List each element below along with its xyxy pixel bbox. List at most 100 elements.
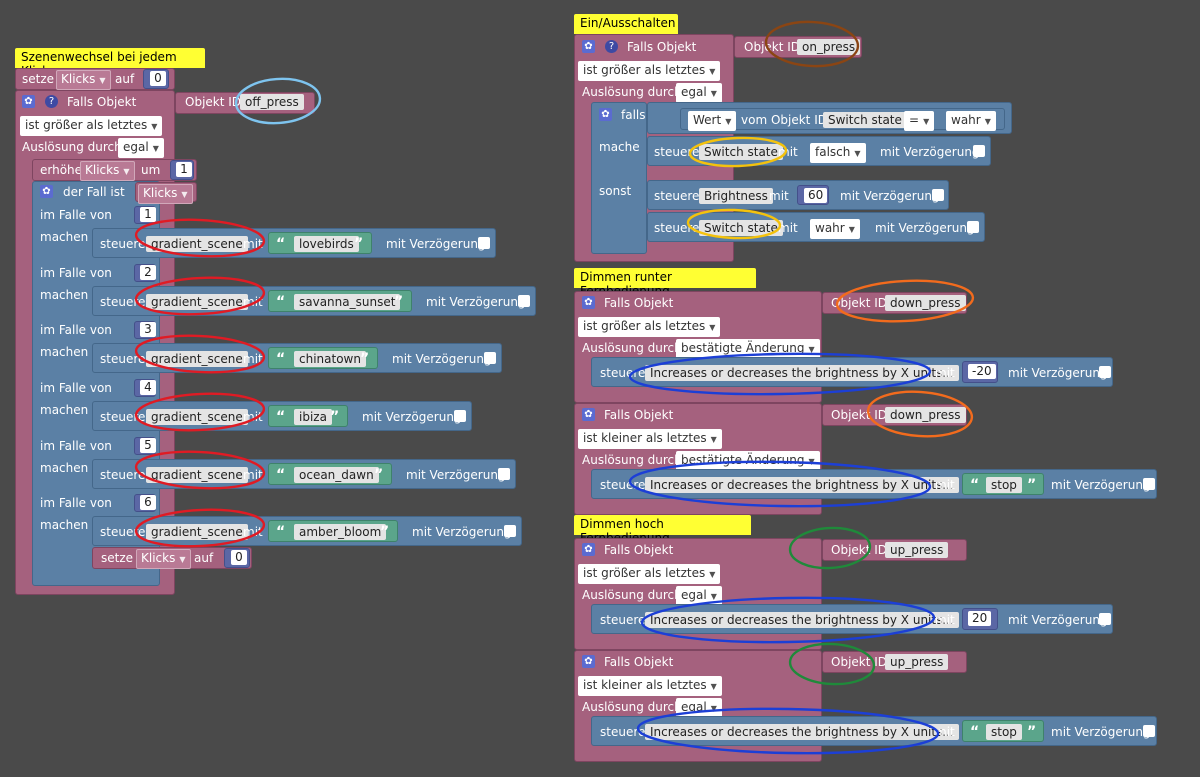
gear-icon[interactable]: ✿ xyxy=(582,543,595,556)
quote-open-icon: “ xyxy=(276,351,286,367)
control-label: steuere xyxy=(600,366,646,380)
control-target-field[interactable]: Switch state xyxy=(699,144,783,160)
objekt-id-field[interactable]: down_press xyxy=(885,407,966,423)
value-field[interactable]: -20 xyxy=(968,364,996,379)
value-object-field[interactable]: Switch state xyxy=(823,112,907,128)
condition-dropdown[interactable]: ist größer als letztes▼ xyxy=(20,116,163,136)
control-target-field[interactable]: gradient_scene xyxy=(146,524,248,540)
gear-icon[interactable]: ✿ xyxy=(582,296,595,309)
condition-dropdown[interactable]: ist größer als letztes▼ xyxy=(578,317,721,337)
set-value[interactable]: 0 xyxy=(150,71,166,86)
delay-checkbox[interactable] xyxy=(484,352,496,364)
delay-checkbox[interactable] xyxy=(498,468,510,480)
quote-open-icon: “ xyxy=(276,294,286,310)
objekt-id-field[interactable]: off_press xyxy=(240,94,304,110)
control-target-field[interactable]: Increases or decreases the brightness by… xyxy=(645,612,959,628)
objekt-id-field[interactable]: up_press xyxy=(885,542,949,558)
control-target-field[interactable]: gradient_scene xyxy=(146,467,248,483)
objekt-id-field[interactable]: on_press xyxy=(797,39,861,55)
trigger-dropdown[interactable]: egal▼ xyxy=(676,698,722,718)
case-number[interactable]: 3 xyxy=(140,322,156,337)
comment-dim-down[interactable]: Dimmen runter Fernbedienung xyxy=(574,268,756,298)
delay-checkbox[interactable] xyxy=(478,237,490,249)
trigger-dropdown[interactable]: egal▼ xyxy=(118,138,164,158)
control-target-field[interactable]: Brightness xyxy=(699,188,773,204)
delay-checkbox[interactable] xyxy=(973,145,985,157)
delay-checkbox[interactable] xyxy=(1143,725,1155,737)
case-number[interactable]: 5 xyxy=(140,438,156,453)
control-value[interactable]: 60 xyxy=(804,188,828,203)
delay-checkbox[interactable] xyxy=(967,221,979,233)
trigger-label: Auslösung durch xyxy=(582,341,682,355)
condition-dropdown[interactable]: ist größer als letztes▼ xyxy=(578,564,721,584)
case-number[interactable]: 1 xyxy=(140,207,156,222)
gear-icon[interactable]: ✿ xyxy=(582,40,595,53)
delay-checkbox[interactable] xyxy=(1099,613,1111,625)
delay-checkbox[interactable] xyxy=(1143,478,1155,490)
value-dropdown[interactable]: Wert▼ xyxy=(688,111,737,131)
help-icon[interactable]: ? xyxy=(605,40,618,53)
reset-var-dropdown[interactable]: Klicks▼ xyxy=(136,549,191,569)
compare-value-dropdown[interactable]: wahr▼ xyxy=(946,111,996,131)
increment-value[interactable]: 1 xyxy=(176,162,192,177)
scene-field[interactable]: lovebirds xyxy=(294,236,359,252)
control-value-dropdown[interactable]: wahr▼ xyxy=(810,219,860,239)
scene-field[interactable]: ocean_dawn xyxy=(294,467,379,483)
case-number[interactable]: 4 xyxy=(140,380,156,395)
comment-dim-up[interactable]: Dimmen hoch Fernbedienung xyxy=(574,515,751,545)
gear-icon[interactable]: ✿ xyxy=(582,655,595,668)
trigger-dropdown[interactable]: egal▼ xyxy=(676,83,722,103)
gear-icon[interactable]: ✿ xyxy=(582,408,595,421)
chevron-down-icon: ▼ xyxy=(151,122,158,131)
switch-var-dropdown[interactable]: Klicks▼ xyxy=(138,184,193,204)
do-label: machen xyxy=(40,230,89,244)
help-icon[interactable]: ? xyxy=(45,95,58,108)
trigger-dropdown[interactable]: bestätigte Änderung▼ xyxy=(676,339,820,359)
control-target-field[interactable]: gradient_scene xyxy=(146,294,248,310)
scene-field[interactable]: ibiza xyxy=(294,409,332,425)
control-target-field[interactable]: gradient_scene xyxy=(146,236,248,252)
condition-dropdown[interactable]: ist größer als letztes▼ xyxy=(578,61,721,81)
control-target-field[interactable]: Increases or decreases the brightness by… xyxy=(645,724,959,740)
scene-field[interactable]: savanna_sunset xyxy=(294,294,401,310)
control-target-field[interactable]: gradient_scene xyxy=(146,409,248,425)
quote-close-icon: ” xyxy=(330,409,340,425)
control-target-field[interactable]: Increases or decreases the brightness by… xyxy=(645,365,959,381)
comment-onoff[interactable]: Ein/Ausschalten xyxy=(574,14,678,34)
gear-icon[interactable]: ✿ xyxy=(599,108,612,121)
scene-field[interactable]: amber_bloom xyxy=(294,524,387,540)
case-number[interactable]: 6 xyxy=(140,495,156,510)
objekt-id-field[interactable]: down_press xyxy=(885,295,966,311)
operator-dropdown[interactable]: =▼ xyxy=(904,111,935,131)
control-target-field[interactable]: Switch state xyxy=(699,220,783,236)
reset-value[interactable]: 0 xyxy=(231,550,247,565)
with-label: mit xyxy=(243,295,263,309)
condition-dropdown[interactable]: ist kleiner als letztes▼ xyxy=(578,676,722,696)
comment-scene-change[interactable]: Szenenwechsel bei jedem Klick xyxy=(15,48,205,78)
delay-checkbox[interactable] xyxy=(932,189,944,201)
value-field[interactable]: stop xyxy=(986,477,1022,493)
delay-checkbox[interactable] xyxy=(518,295,530,307)
control-target-field[interactable]: Increases or decreases the brightness by… xyxy=(645,477,959,493)
delay-checkbox[interactable] xyxy=(1099,366,1111,378)
trigger-dropdown[interactable]: egal▼ xyxy=(676,586,722,606)
if-else-block[interactable] xyxy=(591,102,647,254)
objekt-id-field[interactable]: up_press xyxy=(885,654,949,670)
trigger-dropdown[interactable]: bestätigte Änderung▼ xyxy=(676,451,820,471)
delay-checkbox[interactable] xyxy=(454,410,466,422)
scene-field[interactable]: chinatown xyxy=(294,351,366,367)
gear-icon[interactable]: ✿ xyxy=(22,95,35,108)
increment-var-dropdown[interactable]: Klicks▼ xyxy=(80,161,135,181)
delay-checkbox[interactable] xyxy=(504,525,516,537)
chevron-down-icon: ▼ xyxy=(710,682,717,691)
condition-dropdown[interactable]: ist kleiner als letztes▼ xyxy=(578,429,722,449)
set-var-dropdown[interactable]: Klicks▼ xyxy=(56,70,111,90)
value-field[interactable]: 20 xyxy=(968,611,992,626)
control-target-field[interactable]: gradient_scene xyxy=(146,351,248,367)
gear-icon[interactable]: ✿ xyxy=(40,185,53,198)
delay-label: mit Verzögerung xyxy=(426,295,526,309)
value-field[interactable]: stop xyxy=(986,724,1022,740)
control-value-dropdown[interactable]: falsch▼ xyxy=(810,143,866,163)
trigger-label: Auslösung durch xyxy=(582,85,682,99)
case-number[interactable]: 2 xyxy=(140,265,156,280)
